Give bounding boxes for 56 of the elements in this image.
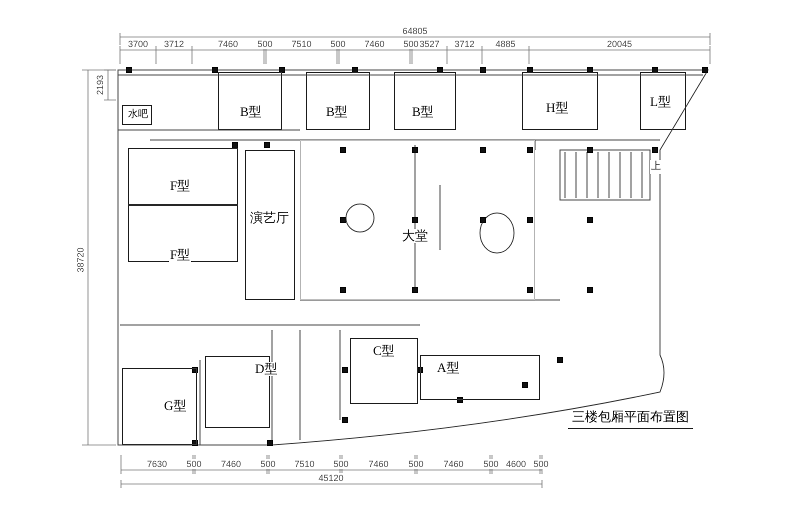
dimension-text: 38720	[75, 247, 86, 273]
dimension-text: 7460	[444, 459, 464, 469]
room-label: L型	[649, 95, 672, 109]
dimension-text: 7460	[221, 459, 242, 469]
dimension-text: 7460	[218, 39, 238, 49]
dimension-text: 7460	[364, 39, 385, 49]
dimension-text: 500	[258, 39, 273, 49]
room-label: B型	[239, 105, 263, 119]
room-outline	[128, 148, 238, 205]
dimension-text: 3527	[420, 39, 440, 49]
dimension-text: 3700	[128, 39, 148, 49]
room-label: B型	[325, 105, 349, 119]
dimension-text: 7460	[368, 459, 389, 469]
room-outline	[394, 72, 456, 130]
room-outline	[420, 355, 540, 400]
dimension-text: 7630	[147, 459, 168, 469]
room-label: 演艺厅	[249, 211, 290, 225]
dimension-text: 500	[260, 459, 276, 469]
dimension-text: 500	[484, 459, 499, 469]
room-outline	[128, 205, 238, 262]
room-outline	[245, 150, 295, 300]
drawing-title: 三楼包厢平面布置图	[568, 408, 693, 429]
dimension-text: 500	[330, 39, 346, 49]
dimension-text: 20045	[607, 39, 632, 49]
room-label: H型	[545, 101, 570, 115]
dimension-text: 500	[186, 459, 202, 469]
room-label: G型	[163, 399, 188, 413]
dimension-text: 3712	[164, 39, 184, 49]
room-label: F型	[169, 179, 192, 193]
dimension-text: 64805	[402, 26, 428, 36]
room-label: 大堂	[401, 229, 429, 243]
stair-direction-text: 上	[650, 160, 662, 174]
dimension-text: 500	[408, 459, 424, 469]
dimension-text: 7510	[292, 39, 312, 49]
dimension-text: 45120	[318, 473, 344, 483]
dimension-text: 500	[404, 39, 419, 49]
room-outline	[522, 72, 598, 130]
dimension-text: 500	[334, 459, 349, 469]
room-label: C型	[372, 344, 396, 358]
dimension-text: 3712	[454, 39, 475, 49]
room-outline	[122, 368, 197, 445]
dimension-text: 2193	[95, 74, 106, 96]
room-outline	[640, 72, 686, 130]
room-outline	[350, 338, 418, 404]
dimension-text: 4885	[496, 39, 516, 49]
room-label: F型	[169, 248, 192, 262]
room-label: D型	[254, 362, 278, 376]
room-outline	[218, 72, 282, 130]
dimension-text: 4600	[506, 459, 526, 469]
room-label: B型	[411, 105, 435, 119]
room-label: A型	[436, 361, 460, 375]
dimension-text: 500	[534, 459, 549, 469]
room-outline	[300, 140, 535, 300]
room-outline	[306, 72, 370, 130]
dimension-text: 7510	[294, 459, 315, 469]
room-outline	[122, 105, 152, 125]
